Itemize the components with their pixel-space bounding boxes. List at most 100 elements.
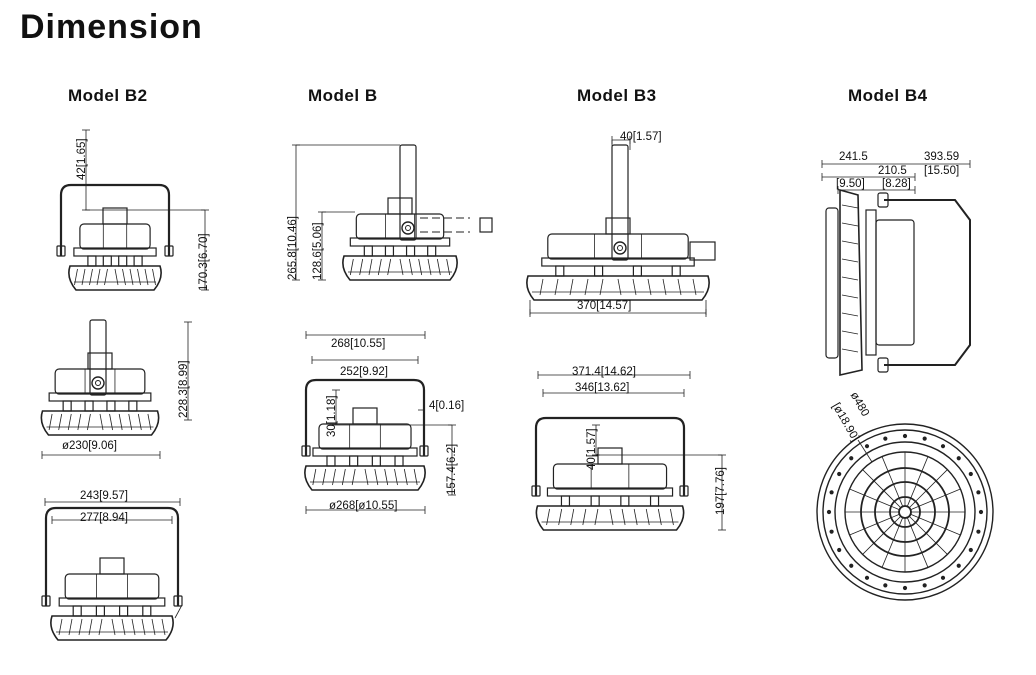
b4-screw — [922, 583, 927, 588]
heatsink-fin — [670, 508, 674, 526]
heatsink-fin — [418, 258, 423, 276]
b4-guard-spoke — [862, 469, 902, 509]
b4-screw — [978, 509, 984, 515]
heatsink-fin — [633, 508, 638, 526]
lamp-heatsink — [50, 615, 174, 641]
b3-bracket-width-label: 40[1.57] — [620, 131, 662, 143]
model-b-heading: Model B — [308, 86, 378, 105]
heatsink-fin — [599, 278, 604, 296]
b-top-height-label: 30[1.18] — [326, 395, 338, 437]
bracket-knob — [877, 192, 889, 208]
b4-screw — [837, 471, 842, 477]
b4-guard-ring — [898, 505, 912, 519]
lamp-heatsink — [342, 255, 458, 281]
heatsink-fin — [841, 258, 859, 263]
heatsink-fin — [841, 348, 859, 353]
b-front-inner-label: 252[9.92] — [340, 366, 388, 378]
b-front-diameter-label: ø268[ø10.55] — [329, 500, 398, 512]
lamp-driver-body — [79, 223, 151, 250]
heatsink-fin — [645, 508, 650, 526]
heatsink-fin — [137, 268, 141, 286]
heatsink-fin — [48, 413, 53, 431]
b4-screw — [883, 583, 888, 588]
lamp-mount-plate — [546, 487, 674, 497]
heatsink-fin — [617, 278, 622, 296]
heatsink-fin — [554, 278, 559, 296]
b4-screw — [976, 490, 981, 495]
pivot-bolt — [91, 376, 105, 390]
b4-screw — [829, 490, 834, 495]
model-b4-heading: Model B4 — [848, 86, 928, 105]
lamp-standoff — [671, 265, 681, 277]
heatsink-fin — [114, 268, 119, 286]
b2-top-height-label: 42[1.65] — [76, 138, 88, 180]
heatsink-fin — [841, 330, 859, 335]
heatsink-fin — [692, 278, 697, 296]
heatsink-fin — [322, 468, 327, 486]
b4-screw — [826, 509, 832, 515]
heatsink-fin — [657, 508, 662, 526]
bracket-knob — [419, 445, 429, 457]
lamp-standoff — [649, 495, 660, 507]
lamp-standoff — [62, 400, 72, 412]
heatsink-fin — [647, 278, 652, 296]
heatsink-fin — [89, 268, 93, 286]
lamp-mount-post — [611, 144, 629, 261]
heatsink-fin — [67, 413, 72, 431]
lamp-standoff — [106, 400, 116, 412]
b2-side-height-label: 228.3[8.99] — [178, 360, 190, 418]
heatsink-fin — [413, 468, 418, 486]
b4-guard-spoke — [906, 517, 929, 568]
lamp-mount-post — [399, 144, 417, 241]
model-b2-heading: Model B2 — [68, 86, 148, 105]
heatsink-fin — [841, 312, 859, 317]
b4-screw — [922, 436, 927, 441]
lamp-standoff — [394, 455, 404, 467]
dimension-leader — [857, 439, 873, 463]
lamp-heatsink — [526, 275, 710, 301]
pivot-bolt-center — [617, 245, 623, 251]
heatsink-fin — [99, 413, 104, 431]
b4-housing-ring — [834, 441, 976, 583]
lamp-heatsink — [40, 410, 160, 436]
heatsink-fin — [621, 508, 626, 526]
model-b3-heading: Model B3 — [577, 86, 657, 105]
bracket-knob — [164, 245, 174, 257]
page-title: Dimension — [20, 8, 203, 46]
b4-guard-spoke — [906, 456, 929, 507]
heatsink-fin — [152, 268, 156, 286]
heatsink-fin — [841, 276, 859, 281]
heatsink-fin — [118, 413, 123, 431]
heatsink-fin — [144, 268, 149, 286]
lamp-standoff — [133, 255, 143, 267]
pivot-bolt-center — [405, 225, 411, 231]
heatsink-fin — [351, 468, 356, 486]
heatsink-fin — [104, 268, 108, 286]
heatsink-fin — [147, 413, 152, 431]
lamp-top-boss — [87, 352, 113, 370]
b4-inner-mm-label: 210.5 — [878, 165, 907, 177]
heatsink-fin — [594, 508, 599, 526]
lamp-standoff — [102, 255, 112, 267]
b4-screw — [849, 456, 854, 461]
b4-depth-mm-label: 241.5 — [839, 151, 868, 163]
b4-fin-edge — [825, 207, 839, 359]
b3-front-outer-label: 371.4[14.62] — [572, 366, 636, 378]
heatsink-fin — [377, 258, 382, 276]
b4-screw — [902, 433, 908, 439]
lamp-top-boss — [102, 207, 128, 225]
lamp-standoff — [620, 495, 630, 507]
lamp-standoff — [95, 605, 106, 617]
heatsink-fin — [77, 413, 82, 431]
heatsink-fin — [96, 268, 101, 286]
b4-guard-spoke — [881, 456, 904, 507]
lamp-top-boss — [605, 217, 631, 235]
b4-screw — [883, 436, 888, 441]
lamp-standoff — [560, 495, 571, 507]
heatsink-fin — [677, 278, 682, 296]
bracket-knob — [679, 485, 689, 497]
lamp-standoff — [405, 245, 416, 257]
heatsink-fin — [546, 508, 550, 526]
lamp-heatsink — [304, 465, 426, 491]
b4-heatsink-side — [839, 188, 863, 377]
